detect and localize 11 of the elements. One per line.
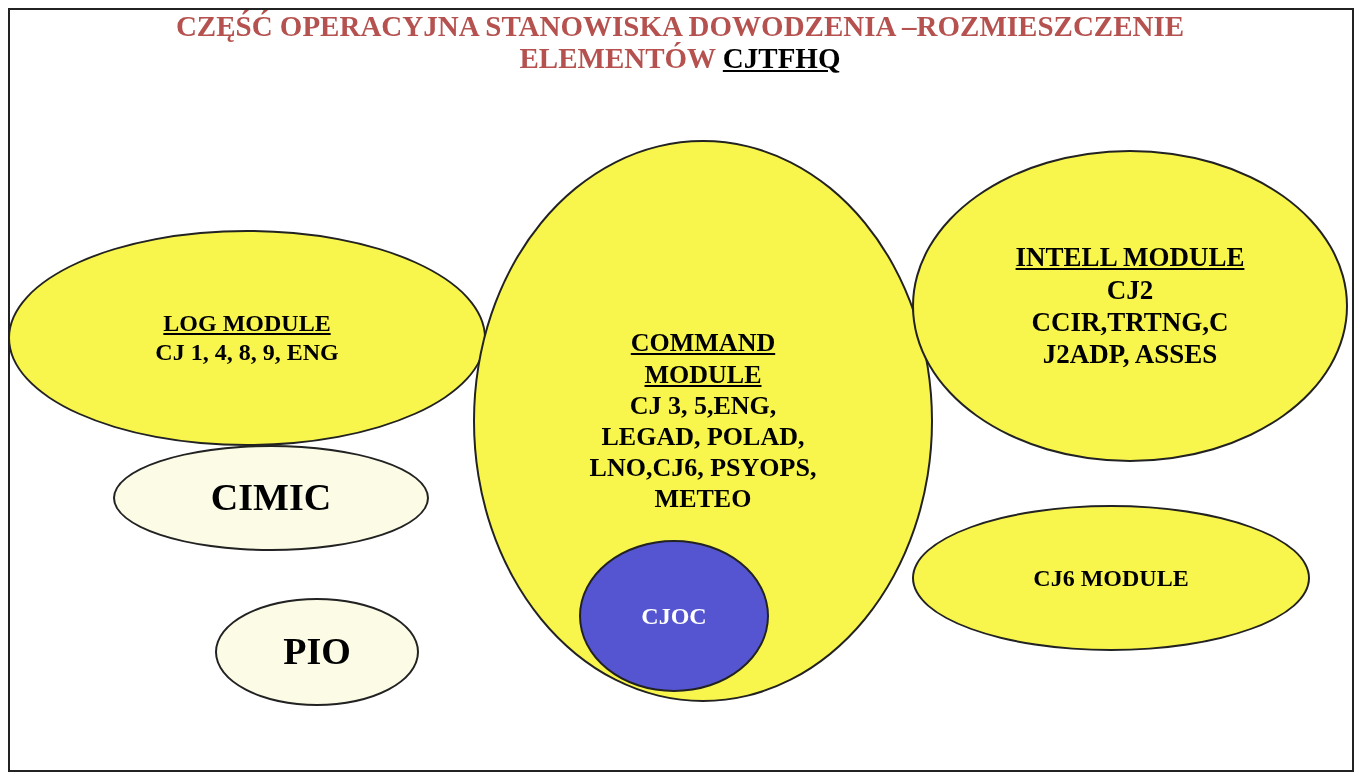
module-label: PIO — [283, 629, 351, 675]
module-label: CJ2 CCIR,TRTNG,C J2ADP, ASSES — [1030, 273, 1230, 371]
module-label: CIMIC — [210, 475, 332, 521]
module-heading: INTELL MODULE — [1015, 241, 1245, 274]
module-heading: COMMAND MODULE — [629, 327, 777, 390]
module-label: CJ 3, 5,ENG, LEGAD, POLAD, LNO,CJ6, PSYOPS, METEO — [588, 389, 818, 515]
module-label: CJOC — [641, 601, 707, 631]
module-heading: LOG MODULE — [163, 309, 331, 338]
module-label: CJ 1, 4, 8, 9, ENG — [155, 338, 339, 367]
title: CZĘŚĆ OPERACYJNA STANOWISKA DOWODZENIA –ROZMIESZCZENIE ELEMENTÓW CJTFHQ — [174, 10, 1186, 74]
module-label: CJ6 MODULE — [1033, 563, 1189, 593]
